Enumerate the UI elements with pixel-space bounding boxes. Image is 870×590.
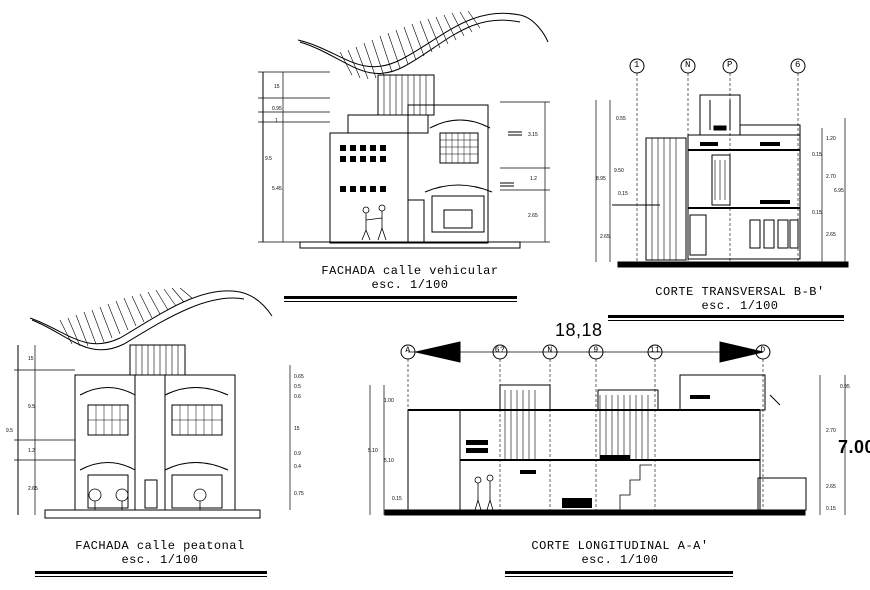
axis-label-11: 11 xyxy=(649,346,661,355)
fachada-peatonal-rule xyxy=(35,571,267,574)
corte-transversal-rule xyxy=(608,315,844,318)
svg-text:1.2: 1.2 xyxy=(530,176,537,182)
corte-transversal-title: CORTE TRANSVERSAL B-B' xyxy=(655,285,825,299)
total-length-label: 18,18 xyxy=(555,320,603,340)
svg-text:1.20: 1.20 xyxy=(826,136,836,142)
svg-text:9.50: 9.50 xyxy=(614,168,624,174)
corte-transversal-scale: esc. 1/100 xyxy=(701,299,779,313)
fachada-vehicular-rule-thin xyxy=(284,301,517,302)
svg-text:0.15: 0.15 xyxy=(618,191,628,197)
axis-label-a: A xyxy=(405,346,411,355)
svg-text:1.00: 1.00 xyxy=(384,398,394,404)
svg-text:1.2: 1.2 xyxy=(28,448,35,454)
svg-text:0.15: 0.15 xyxy=(812,210,822,216)
svg-text:0.4: 0.4 xyxy=(294,464,301,470)
corte-transversal-rule-thin xyxy=(608,320,844,321)
axis-label-6b: 6? xyxy=(494,346,506,355)
svg-text:3.15: 3.15 xyxy=(528,132,538,138)
svg-text:0.15: 0.15 xyxy=(826,506,836,512)
svg-text:15: 15 xyxy=(28,356,34,362)
fachada-peatonal-rule-thin xyxy=(35,576,267,577)
svg-text:15: 15 xyxy=(294,426,300,432)
axis-label-n2: N xyxy=(547,346,553,355)
svg-text:2.65: 2.65 xyxy=(826,484,836,490)
fachada-vehicular-drawing: 15 0.95 1 9.5 5.45 3.15 1.2 2.65 xyxy=(258,10,550,249)
axis-label-1: 1 xyxy=(634,60,640,70)
svg-text:2.70: 2.70 xyxy=(826,174,836,180)
fachada-vehicular-scale: esc. 1/100 xyxy=(371,278,449,292)
corte-longitudinal-rule xyxy=(505,571,733,574)
svg-text:8.95: 8.95 xyxy=(596,176,606,182)
fachada-peatonal-title: FACHADA calle peatonal xyxy=(75,539,245,553)
svg-text:5.10: 5.10 xyxy=(384,458,394,464)
corte-longitudinal-scale: esc. 1/100 xyxy=(581,553,659,567)
corte-longitudinal-rule-thin xyxy=(505,576,733,577)
svg-text:9.5: 9.5 xyxy=(265,156,272,162)
svg-text:0.15: 0.15 xyxy=(812,152,822,158)
svg-text:6.95: 6.95 xyxy=(834,188,844,194)
fachada-peatonal-scale: esc. 1/100 xyxy=(121,553,199,567)
svg-text:2.65: 2.65 xyxy=(600,234,610,240)
svg-text:0.75: 0.75 xyxy=(294,491,304,497)
svg-text:0.55: 0.55 xyxy=(616,116,626,122)
svg-text:0.65: 0.65 xyxy=(294,374,304,380)
fachada-peatonal-drawing: 15 9.5 9.5 1.2 2.65 0.65 0.5 0.6 15 0.9 0.4 0.7… xyxy=(6,287,304,519)
axis-label-n: N xyxy=(685,60,691,70)
svg-text:9.5: 9.5 xyxy=(28,404,35,410)
svg-text:0.6: 0.6 xyxy=(294,394,301,400)
svg-text:9.5: 9.5 xyxy=(6,428,13,434)
svg-text:5.10: 5.10 xyxy=(368,448,378,454)
axis-label-d: D xyxy=(760,346,766,355)
svg-text:2.65: 2.65 xyxy=(28,486,38,492)
svg-text:15: 15 xyxy=(274,84,280,90)
fachada-vehicular-title: FACHADA calle vehicular xyxy=(321,264,499,278)
svg-text:5.45: 5.45 xyxy=(272,186,282,192)
svg-text:0.9: 0.9 xyxy=(294,451,301,457)
height-callout: 7.00 xyxy=(838,437,870,457)
svg-text:0.5: 0.5 xyxy=(294,384,301,390)
svg-text:0.95: 0.95 xyxy=(840,384,850,390)
corte-longitudinal-drawing: 1.00 5.10 5.10 0.15 0.95 2.70 2.65 0.15 xyxy=(368,341,850,516)
svg-text:0.15: 0.15 xyxy=(392,496,402,502)
axis-label-6: 6 xyxy=(795,60,801,70)
corte-longitudinal-title: CORTE LONGITUDINAL A-A' xyxy=(531,539,709,553)
svg-text:0.95: 0.95 xyxy=(272,106,282,112)
svg-text:2.65: 2.65 xyxy=(528,213,538,219)
svg-text:2.70: 2.70 xyxy=(826,428,836,434)
corte-transversal-drawing: 0.55 9.50 8.95 0.15 2.65 1.20 0.15 2.70 0.15 6… xyxy=(595,58,849,268)
axis-label-9: 9 xyxy=(593,346,599,355)
svg-text:1: 1 xyxy=(275,118,278,124)
svg-text:2.65: 2.65 xyxy=(826,232,836,238)
fachada-vehicular-rule xyxy=(284,296,517,299)
axis-label-p: P xyxy=(727,60,733,70)
